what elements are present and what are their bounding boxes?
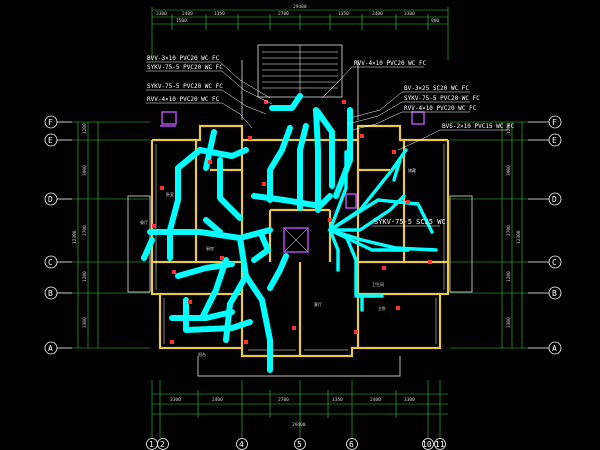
dim-top-9: 1500	[176, 18, 187, 24]
dim-bottom-2: 2400	[212, 397, 223, 403]
dim-right-4: 1200	[506, 271, 512, 282]
axis-label-4-bottom: 4	[239, 440, 244, 449]
dim-right-5: 3300	[506, 317, 512, 328]
dim-right-3: 2700	[506, 225, 512, 236]
axis-label-11-bottom: 11	[435, 440, 445, 449]
dim-top-7: 3300	[404, 11, 415, 17]
axis-label-C-right: C	[552, 258, 557, 267]
dim-top-3: 1350	[214, 11, 225, 17]
dim-right-total: 12300	[516, 230, 522, 244]
annotation-sykv-center: SYKV-75-5 SC25 WC	[374, 218, 446, 226]
dim-left-4: 1200	[82, 271, 88, 282]
dim-top-8: 900	[431, 18, 439, 24]
dim-top-total: 29400	[293, 4, 307, 10]
dim-top-6: 2400	[372, 11, 383, 17]
bottom-axis-bubbles	[146, 438, 446, 450]
dim-right-2: 3900	[506, 165, 512, 176]
dim-left-2: 3900	[82, 165, 88, 176]
dim-bottom-3: 2700	[278, 397, 289, 403]
dim-top-2: 2400	[182, 11, 193, 17]
axis-label-B-right: B	[552, 289, 557, 298]
room-label-kitchen: 厨房	[206, 245, 214, 251]
axis-label-D-right: D	[552, 195, 557, 204]
annotation-bvs-right: BVS-2×10 PVC15 WC FC	[442, 123, 515, 130]
dim-bottom-5: 2400	[370, 397, 381, 403]
dim-bottom-6: 3300	[404, 397, 415, 403]
dim-left-5: 3300	[82, 317, 88, 328]
stair-treads	[262, 45, 338, 97]
dim-left-3: 2700	[82, 225, 88, 236]
axis-label-F-right: F	[552, 118, 557, 127]
dim-right-1: 1200	[506, 123, 512, 134]
room-label-bedroom: 卧室	[166, 191, 174, 197]
annotation-bv-right: BV-3×25 SC20 WC FC	[404, 85, 469, 92]
right-dimension-chain	[450, 121, 528, 349]
dim-bottom-1: 3300	[170, 397, 181, 403]
left-axis-bubbles	[44, 115, 72, 355]
dim-bottom-4: 1350	[332, 397, 343, 403]
dim-top-5: 1350	[338, 11, 349, 17]
annotation-sykv-right: SYKV-75-5 PVC20 WC FC	[404, 95, 480, 102]
right-axis-bubbles	[528, 115, 562, 355]
axis-label-A-left: A	[48, 344, 53, 353]
axis-label-1-bottom: 1	[149, 440, 154, 449]
dim-left-total: 12300	[72, 230, 78, 244]
fixtures	[160, 111, 425, 253]
electrical-devices	[152, 100, 432, 344]
room-label-bath: 卫生间	[372, 281, 384, 287]
room-label-balcony: 阳台	[198, 351, 206, 357]
dim-top-1: 3300	[156, 11, 167, 17]
annotation-sykv-left-2: SYKV-75-5 PVC20 WC FC	[147, 83, 223, 90]
room-label-storage: 储藏	[408, 167, 416, 173]
annotation-sykv-left-1: SYKV-75-5 PVC20 WC FC	[147, 64, 223, 71]
room-label-dining: 餐厅	[140, 219, 148, 225]
dim-left-1: 1200	[82, 123, 88, 134]
axis-label-C-left: C	[48, 258, 53, 267]
room-label-master: 主卧	[378, 305, 386, 311]
room-label-living: 客厅	[314, 301, 322, 307]
axis-label-E-left: E	[48, 136, 53, 145]
axis-label-5-bottom: 5	[297, 440, 302, 449]
left-dimension-chain	[72, 121, 150, 349]
dim-bottom-total: 29400	[292, 422, 306, 428]
dim-top-4: 2700	[278, 11, 289, 17]
axis-label-10-bottom: 10	[422, 440, 432, 449]
annotation-bvv-left: BVV-3×10 PVC20 WC FC	[147, 55, 220, 62]
axis-label-E-right: E	[552, 136, 557, 145]
axis-label-A-right: A	[552, 344, 557, 353]
axis-label-6-bottom: 6	[349, 440, 354, 449]
conduit-runs	[141, 93, 438, 373]
top-dimension-chain	[151, 7, 449, 60]
axis-label-F-left: F	[48, 118, 53, 127]
annotation-rvv-top: RVV-4×10 PVC20 WC FC	[354, 60, 427, 67]
annotation-leaders	[146, 61, 508, 227]
annotation-rvv-right: RVV-4×10 PVC20 WC FC	[404, 105, 477, 112]
bottom-dimension-chain	[151, 380, 448, 438]
annotation-rvv-left: RVV-4×10 PVC20 WC FC	[147, 96, 220, 103]
axis-label-B-left: B	[48, 289, 53, 298]
axis-label-2-bottom: 2	[160, 440, 165, 449]
axis-label-D-left: D	[48, 195, 53, 204]
